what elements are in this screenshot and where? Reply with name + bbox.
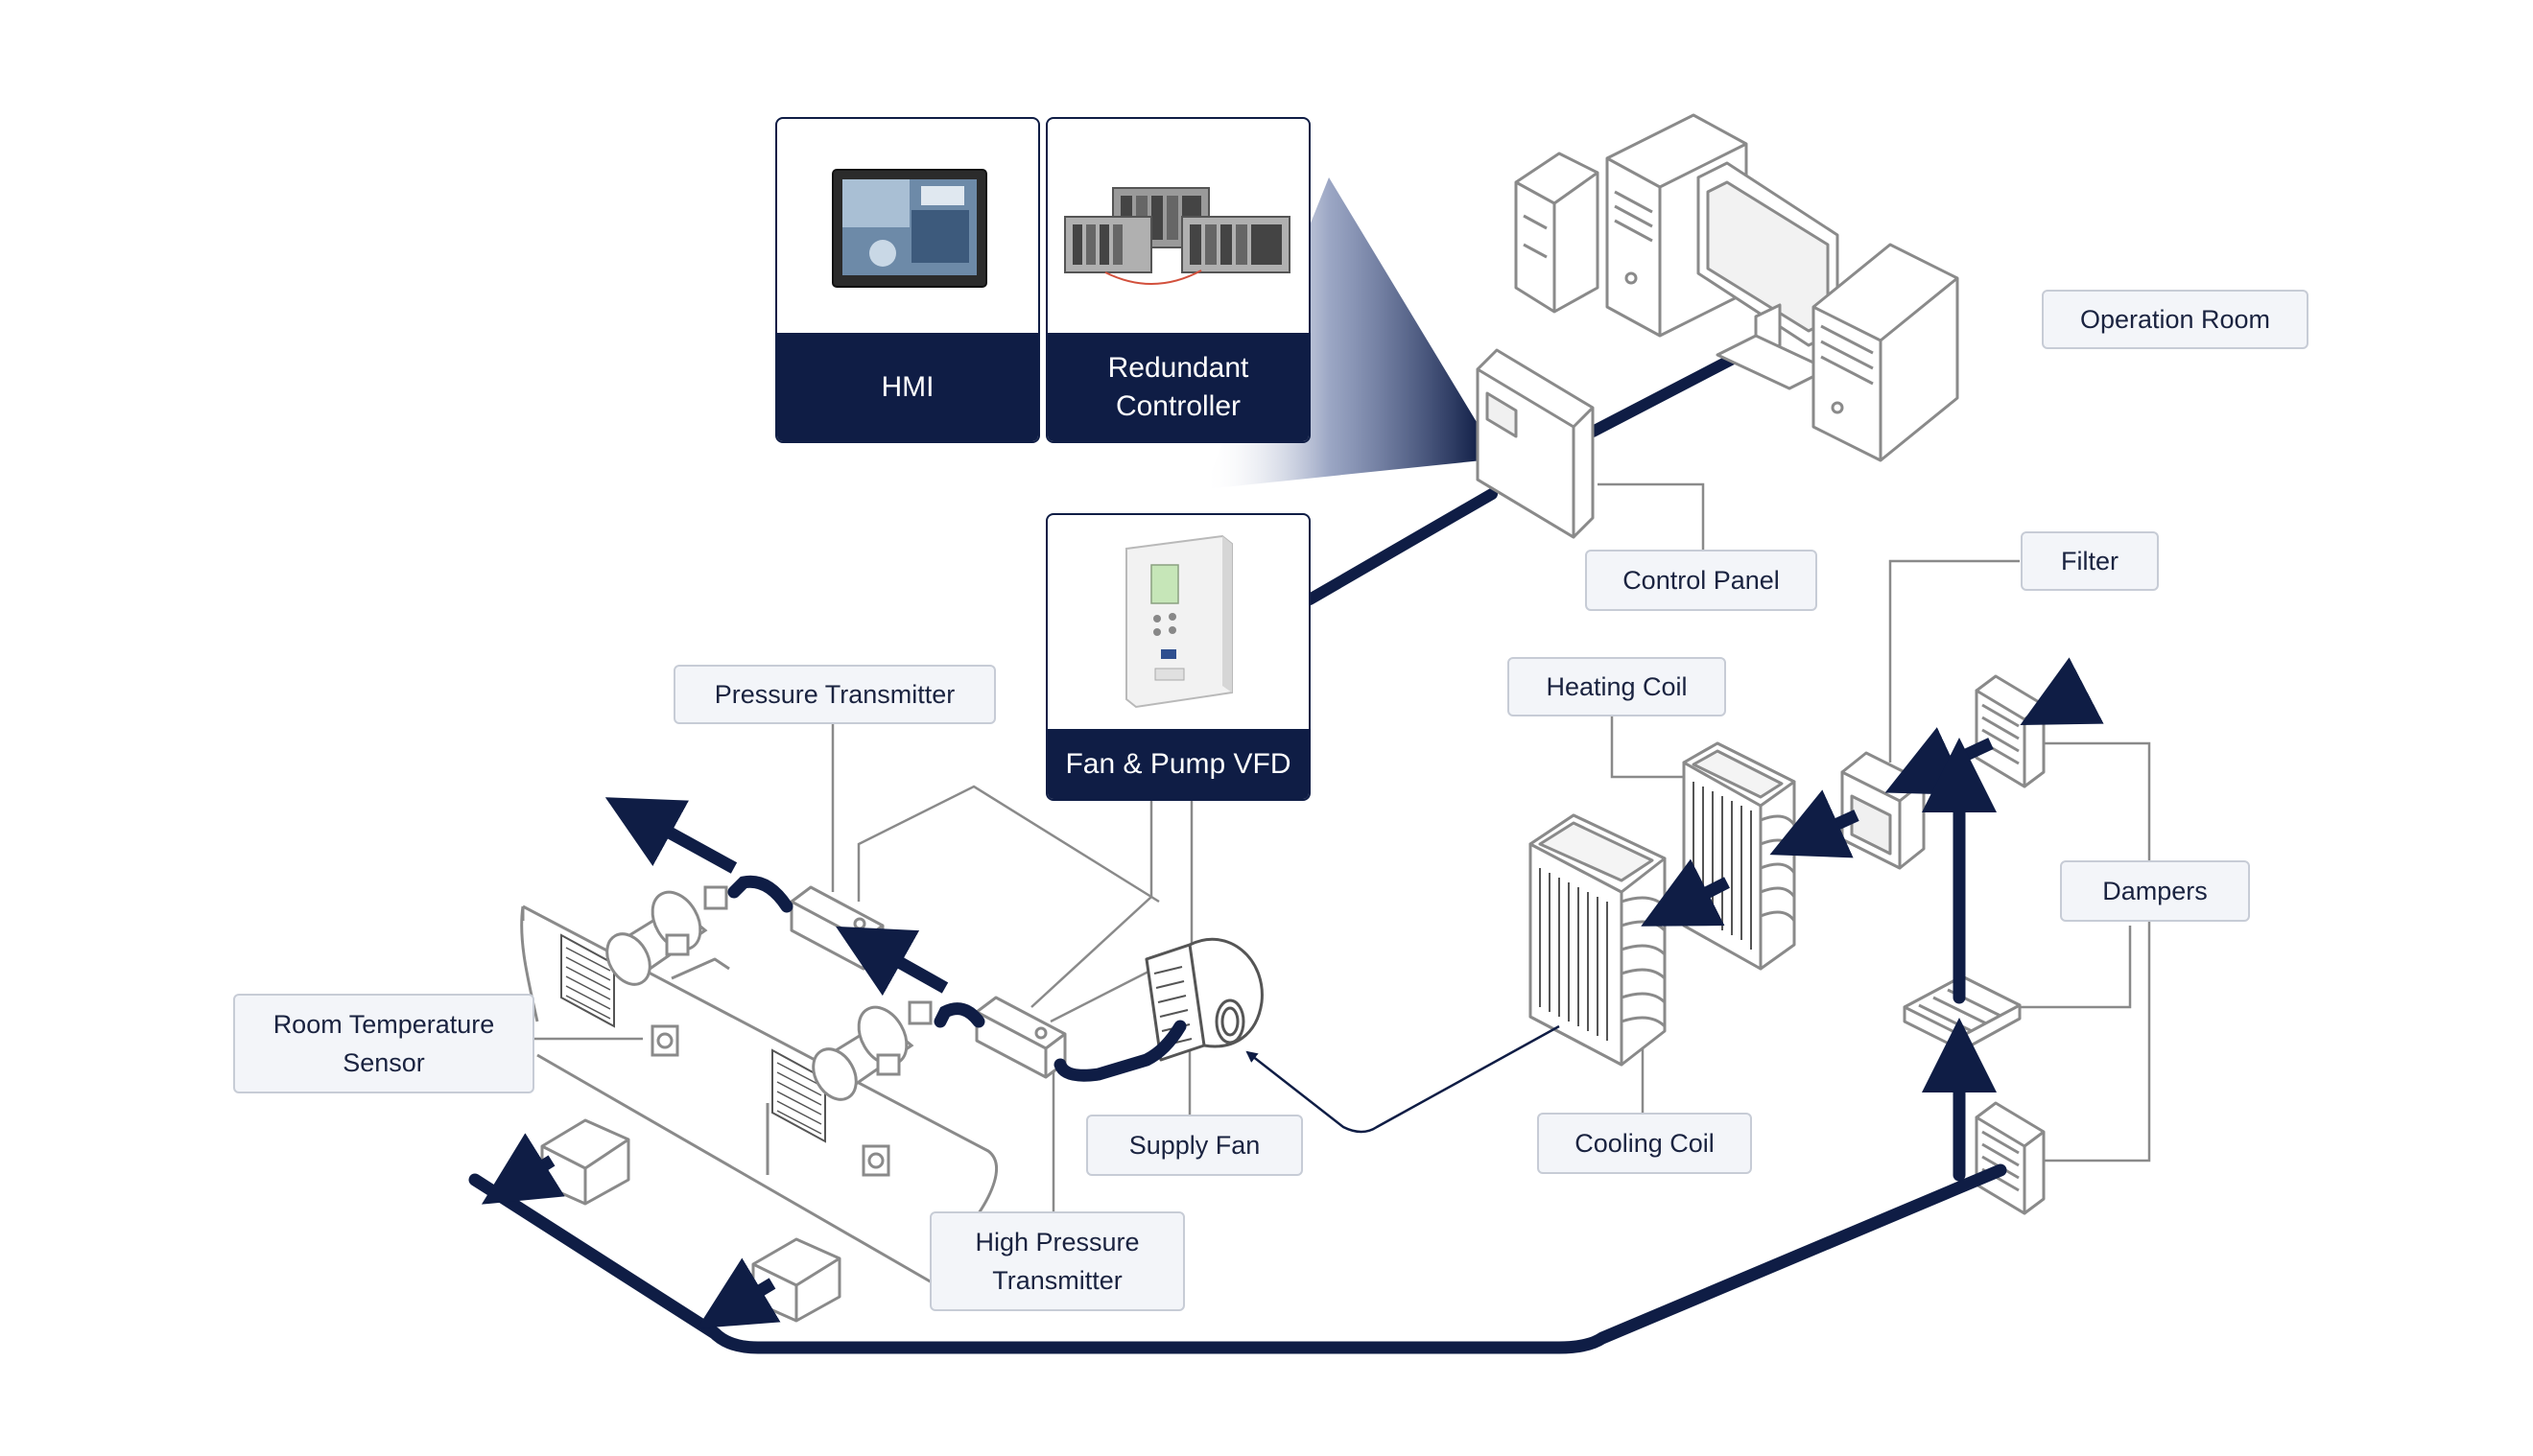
vfd-drive-icon [1048,515,1309,731]
room-diffuser-icon [540,1118,841,1323]
label-control-panel: Control Panel [1585,550,1817,611]
label-supply-fan: Supply Fan [1086,1115,1303,1176]
label-cooling-coil: Cooling Coil [1537,1113,1752,1174]
label-pressure-transmitter: Pressure Transmitter [674,665,996,724]
hmi-card[interactable]: HMI [775,117,1040,443]
label-filter: Filter [2021,531,2159,591]
hmi-caption: HMI [777,333,1038,441]
label-heating-coil: Heating Coil [1507,657,1726,716]
redundant-controller-card[interactable]: Redundant Controller [1046,117,1311,443]
high-pressure-transmitter-device-icon [975,996,1067,1079]
operation-room-computers-icon [1514,113,1959,462]
label-operation-room: Operation Room [2042,290,2308,349]
hmi-touch-panel-icon [777,119,1038,335]
label-room-temperature-sensor: Room Temperature Sensor [233,994,534,1093]
label-dampers: Dampers [2060,860,2250,922]
fan-pump-vfd-card[interactable]: Fan & Pump VFD [1046,513,1311,801]
plc-controller-icon [1048,119,1309,335]
room-temperature-sensor-device-icon [651,1024,890,1177]
damper-lower-icon [1975,1101,2046,1215]
leader-control-panel [1598,482,1705,550]
heating-coil-icon [1682,741,1796,971]
ahu-motor-icon [605,885,933,1101]
comm-lines [1304,351,1742,605]
label-high-pressure-transmitter: High Pressure Transmitter [930,1211,1185,1311]
duct-flow [468,780,2007,1354]
supply-fan-icon [1145,937,1264,1062]
damper-upper-icon [1975,674,2046,788]
redundant-controller-caption: Redundant Controller [1048,333,1309,441]
control-panel-cabinet-icon [1476,348,1595,539]
filter-icon [1840,751,1926,870]
return-air-line [1245,1024,1560,1134]
fan-pump-vfd-caption: Fan & Pump VFD [1048,729,1309,799]
pressure-transmitter-device-icon [790,885,885,971]
duct-arrows [481,657,2104,1329]
